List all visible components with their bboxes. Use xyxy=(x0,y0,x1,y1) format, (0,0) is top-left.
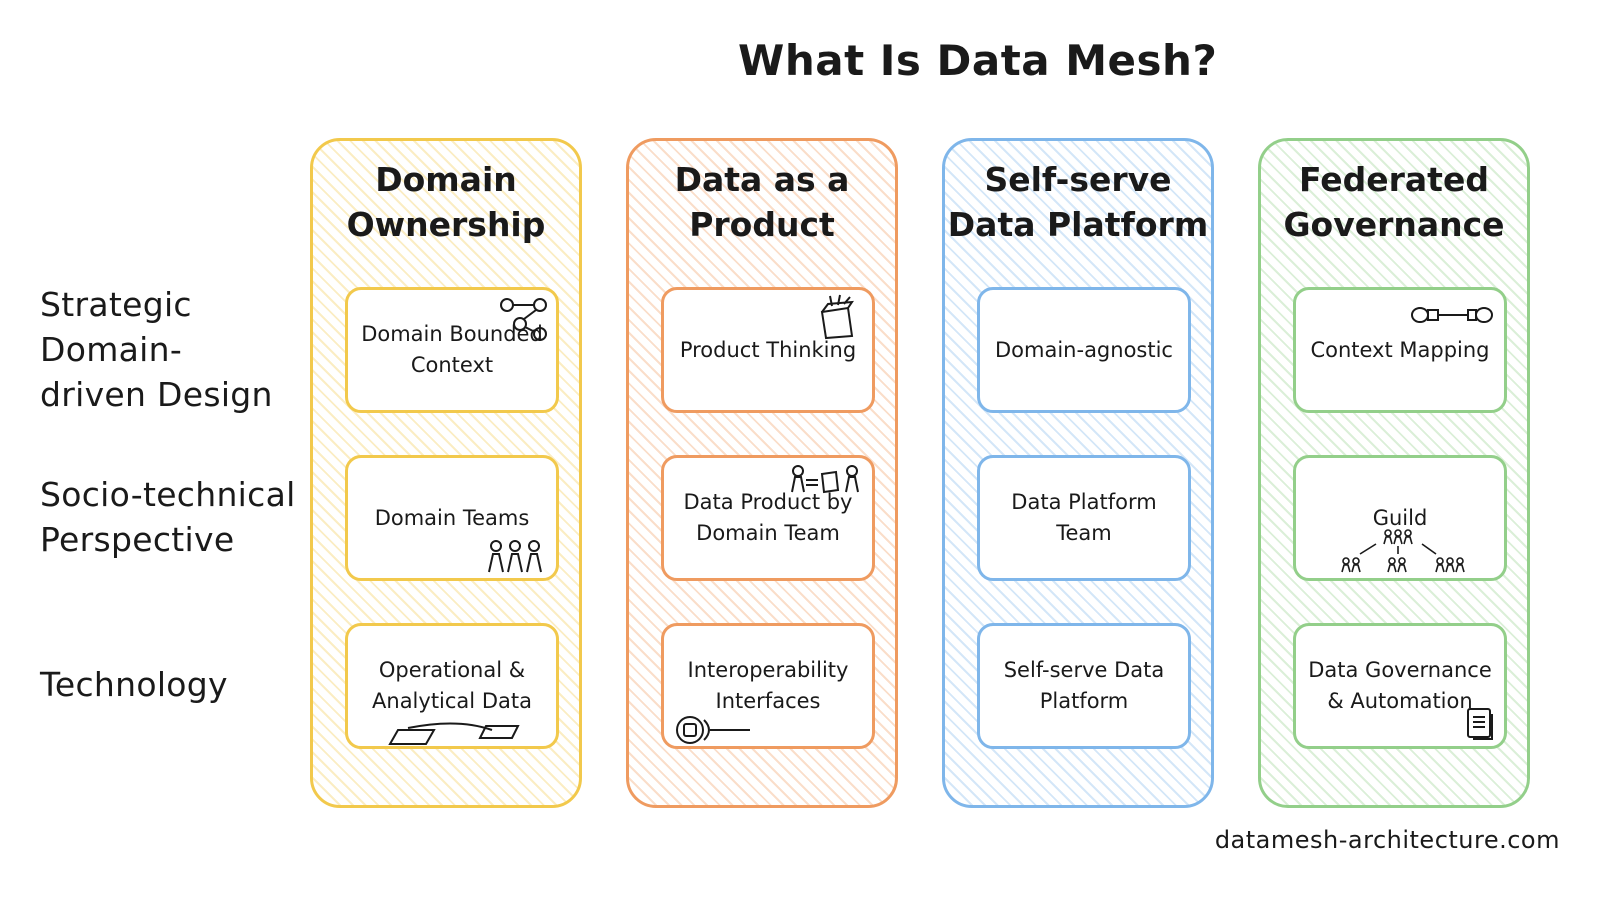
bounded-context-icon xyxy=(498,296,550,342)
concept-label: Operational & Analytical Data xyxy=(372,658,532,713)
concept-label: Data Governance & Automation xyxy=(1308,658,1492,713)
concept-box: Domain Teams xyxy=(345,455,559,581)
pillar-heading: Federated Governance xyxy=(1283,160,1505,244)
concept-label: Interoperability Interfaces xyxy=(687,658,849,713)
concept-box: Product Thinking xyxy=(661,287,875,413)
concept-label: Product Thinking xyxy=(679,337,857,362)
data-sheets-icon xyxy=(388,722,524,748)
diagram-title: What Is Data Mesh? xyxy=(738,36,1218,85)
document-icon xyxy=(1464,706,1498,742)
concept-box: Guild xyxy=(1293,455,1507,581)
concept-box: Operational & Analytical Data xyxy=(345,623,559,749)
concept-box: Context Mapping xyxy=(1293,287,1507,413)
concept-label: Guild xyxy=(1372,505,1428,530)
concept-box: Data Platform Team xyxy=(977,455,1191,581)
concept-box: Data Governance & Automation xyxy=(1293,623,1507,749)
concept-label: Data Product by Domain Team xyxy=(683,490,853,545)
pillar-heading: Self-serve Data Platform xyxy=(947,160,1209,244)
concept-box: Domain Bounded Context xyxy=(345,287,559,413)
concept-label: Domain Bounded Context xyxy=(361,322,543,377)
concept-box: Domain-agnostic xyxy=(977,287,1191,413)
guild-icon xyxy=(1332,528,1468,576)
product-box-icon xyxy=(816,294,856,340)
pillar-heading: Domain Ownership xyxy=(346,160,546,244)
concept-label: Domain-agnostic xyxy=(995,337,1173,362)
concept-label: Context Mapping xyxy=(1310,337,1490,362)
row-label-socio-technical: Socio-technical Perspective xyxy=(40,475,296,559)
plug-icon xyxy=(674,714,752,746)
pillar-heading: Data as a Product xyxy=(674,160,850,244)
people-icon xyxy=(486,538,544,574)
concept-label: Self-serve Data Platform xyxy=(1003,658,1165,713)
concept-label: Domain Teams xyxy=(374,505,530,530)
concept-box: Data Product by Domain Team xyxy=(661,455,875,581)
footer-url[interactable]: datamesh-architecture.com xyxy=(1214,826,1560,854)
team-product-icon xyxy=(790,462,862,496)
row-label-technology: Technology xyxy=(40,665,228,704)
row-label-strategic: Strategic Domain-driven Design xyxy=(40,285,273,414)
context-map-icon xyxy=(1410,304,1494,326)
concept-box: Self-serve Data Platform xyxy=(977,623,1191,749)
concept-label: Data Platform Team xyxy=(1011,490,1157,545)
concept-box: Interoperability Interfaces xyxy=(661,623,875,749)
